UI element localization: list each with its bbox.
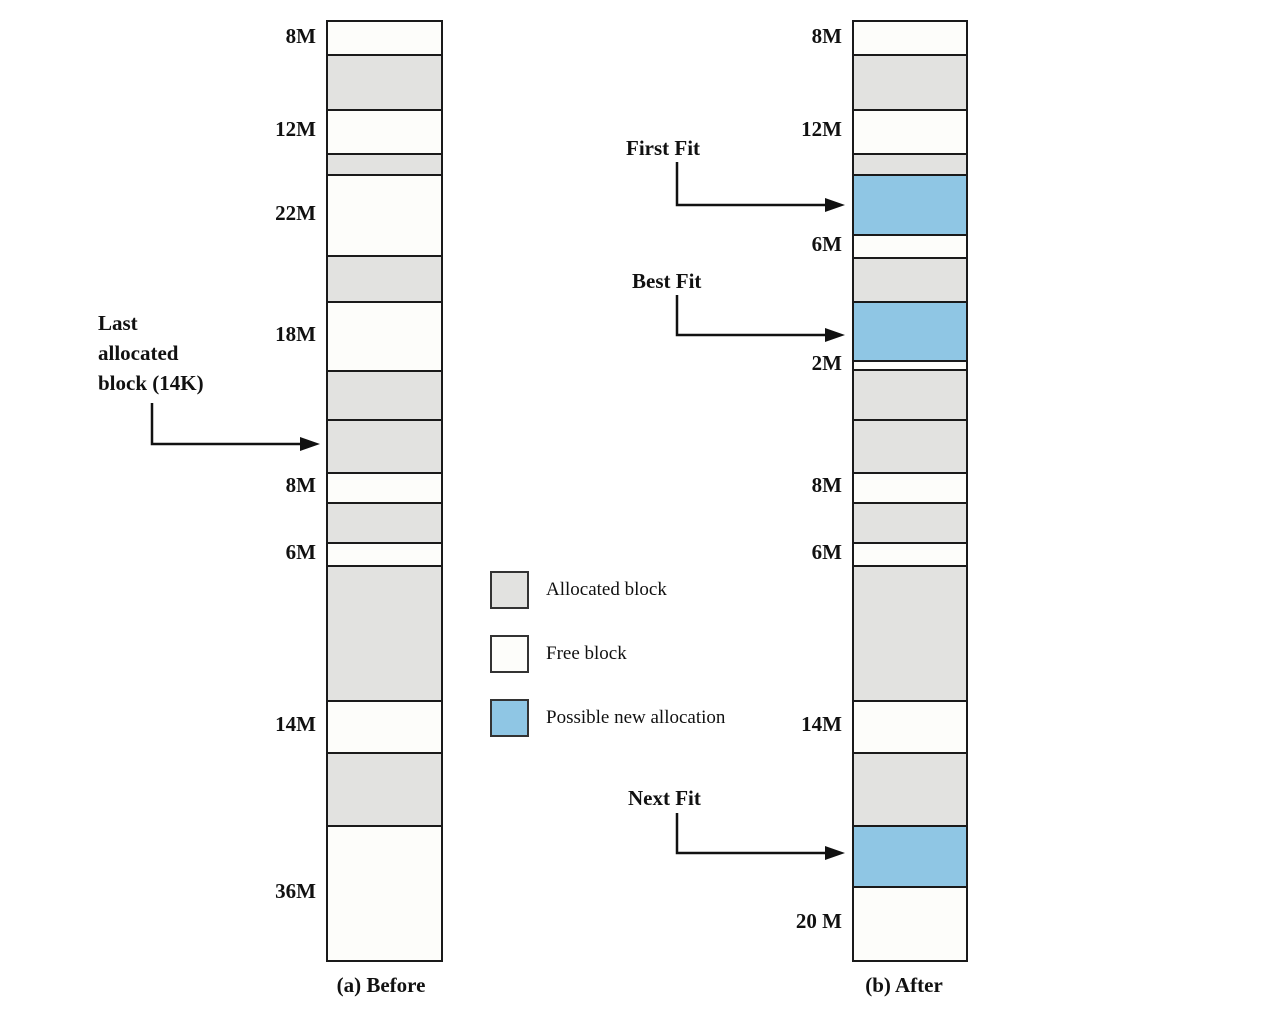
block-size-label: 36M: [275, 879, 316, 903]
best-fit-allocation: [854, 301, 966, 360]
free-block: [328, 472, 441, 502]
free-block: [854, 886, 966, 960]
block-size-label: 6M: [811, 232, 842, 256]
first-fit-arrow-icon: [675, 162, 845, 212]
block-size-label: 12M: [801, 117, 842, 141]
allocated-block: [328, 255, 441, 301]
free-block: [328, 301, 441, 370]
allocated-block: [854, 54, 966, 109]
allocated-block: [854, 419, 966, 472]
block-size-label: 18M: [275, 322, 316, 346]
free-block: [854, 22, 966, 54]
allocated-block: [854, 257, 966, 301]
memory-column-after: [852, 20, 968, 962]
new-allocation-swatch-icon: [490, 699, 529, 737]
next-fit-arrow-icon: [675, 813, 845, 860]
block-size-label: 8M: [811, 24, 842, 48]
free-block: [854, 360, 966, 369]
block-size-label: 14M: [801, 712, 842, 736]
before-size-labels: 8M 12M 22M 18M 8M 6M 14M 36M: [0, 0, 316, 1029]
legend-label: Possible new allocation: [546, 707, 726, 728]
allocated-block: [328, 370, 441, 419]
free-block: [854, 472, 966, 502]
allocated-block: [328, 153, 441, 174]
before-caption: (a) Before: [336, 973, 426, 997]
legend-label: Allocated block: [546, 579, 667, 600]
allocated-block: [854, 153, 966, 174]
block-size-label: 20 M: [795, 909, 842, 933]
block-size-label: 6M: [285, 540, 316, 564]
block-size-label: 14M: [275, 712, 316, 736]
free-block: [328, 825, 441, 960]
next-fit-allocation: [854, 825, 966, 886]
free-block-swatch-icon: [490, 635, 529, 673]
block-size-label: 6M: [811, 540, 842, 564]
free-block: [854, 234, 966, 257]
last-allocated-block-label: Last allocated block (14K): [98, 311, 204, 395]
allocated-block: [328, 565, 441, 700]
allocated-block: [854, 502, 966, 542]
allocated-block: [328, 54, 441, 109]
allocated-block: [854, 369, 966, 419]
allocated-block: [854, 565, 966, 700]
next-fit-label: Next Fit: [628, 786, 701, 810]
last-allocated-block: [328, 419, 441, 472]
block-size-label: 8M: [811, 473, 842, 497]
legend-item-new-allocation: Possible new allocation: [490, 699, 725, 737]
allocated-block-swatch-icon: [490, 571, 529, 609]
allocated-block: [328, 502, 441, 542]
first-fit-allocation: [854, 174, 966, 234]
allocated-block: [328, 752, 441, 825]
block-size-label: 2M: [811, 351, 842, 375]
block-size-label: 22M: [275, 201, 316, 225]
best-fit-label: Best Fit: [632, 269, 702, 293]
free-block: [328, 542, 441, 565]
legend-item-free: Free block: [490, 635, 725, 673]
free-block: [854, 700, 966, 752]
after-caption: (b) After: [865, 973, 943, 997]
last-allocated-arrow-icon: [150, 403, 320, 451]
memory-column-before: [326, 20, 443, 962]
best-fit-arrow-icon: [675, 295, 845, 342]
free-block: [328, 174, 441, 255]
block-size-label: 8M: [285, 24, 316, 48]
block-size-label: 12M: [275, 117, 316, 141]
free-block: [328, 109, 441, 153]
first-fit-label: First Fit: [626, 136, 701, 160]
allocated-block: [854, 752, 966, 825]
legend: Allocated block Free block Possible new …: [490, 571, 725, 737]
legend-item-allocated: Allocated block: [490, 571, 725, 609]
free-block: [854, 109, 966, 153]
free-block: [328, 700, 441, 752]
block-size-label: 8M: [285, 473, 316, 497]
free-block: [328, 22, 441, 54]
legend-label: Free block: [546, 643, 627, 664]
free-block: [854, 542, 966, 565]
